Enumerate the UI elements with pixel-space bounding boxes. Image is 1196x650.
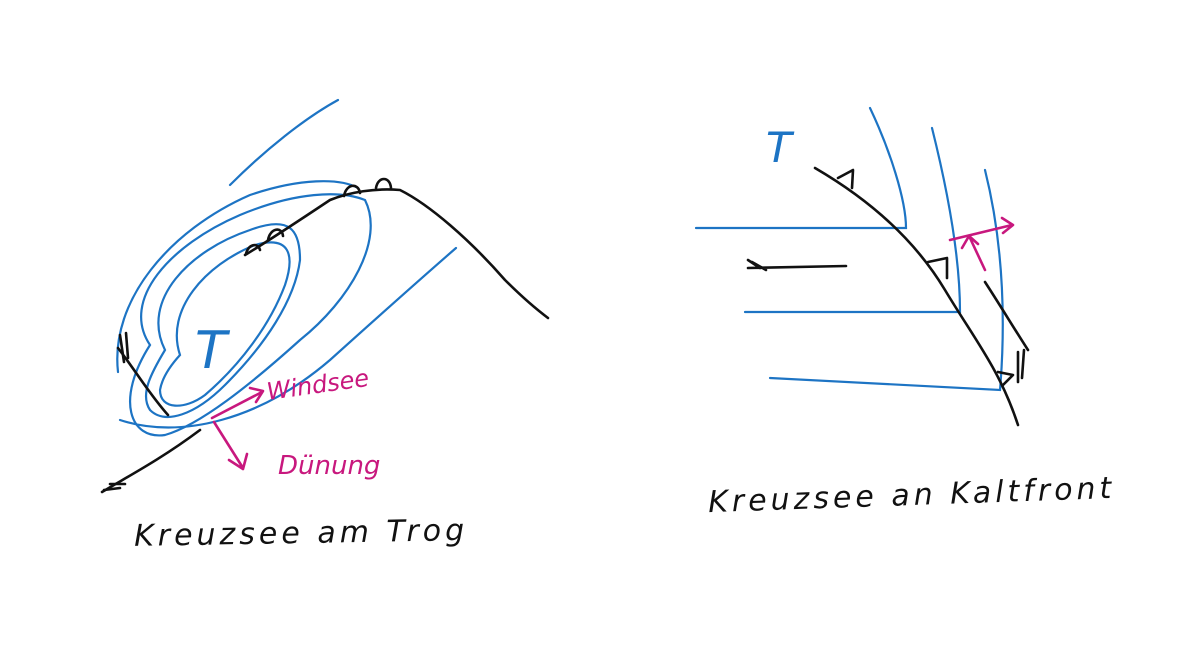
arrow-up — [960, 234, 987, 272]
isobar-horizontal-3 — [768, 168, 1004, 392]
isallobar-line — [983, 280, 1030, 352]
trough-line-lower — [100, 428, 202, 494]
label-windsee: Windsee — [265, 364, 371, 406]
right-sketch: T — [694, 106, 1030, 427]
label-duenung: Dünung — [278, 451, 380, 481]
left-isobars — [116, 98, 458, 437]
trough-tick — [118, 331, 130, 364]
front-semicircle — [244, 243, 262, 256]
trough-tick — [102, 482, 127, 492]
front-semicircle — [374, 177, 393, 190]
arrow-horizontal — [948, 216, 1015, 242]
cold-front-line — [813, 166, 1020, 427]
cold-front-triangle — [926, 256, 949, 280]
right-fronts — [746, 166, 1030, 427]
isobar-outer-sweep — [116, 180, 360, 374]
arrow-duenung — [212, 420, 249, 471]
isobar-ring-1 — [129, 193, 372, 437]
isobar-ring-3 — [158, 241, 291, 407]
wind-barb — [746, 258, 848, 272]
cold-front-triangle — [996, 370, 1015, 387]
left-low-label: T — [195, 321, 231, 381]
left-fronts — [100, 177, 550, 494]
left-arrows — [210, 386, 265, 471]
right-arrows — [948, 216, 1015, 272]
arrow-windsee — [210, 386, 265, 420]
isobar-horizontal-2 — [743, 126, 962, 314]
isobar-ring-2 — [145, 223, 302, 418]
front-semicircle — [342, 184, 362, 198]
right-low-label: T — [766, 123, 795, 172]
front-semicircle — [266, 228, 285, 242]
right-isobars — [694, 106, 1004, 392]
isobar-outer-arc — [228, 98, 340, 187]
warm-front-line — [243, 188, 550, 320]
left-sketch: T Windsee Dünung — [100, 98, 550, 494]
isobar-horizontal-1 — [694, 106, 908, 230]
isobar-lower-sweep — [118, 246, 458, 429]
left-caption: Kreuzsee am Trog — [133, 513, 469, 554]
cold-front-triangle — [836, 168, 855, 190]
arrow-tick — [1016, 348, 1026, 384]
